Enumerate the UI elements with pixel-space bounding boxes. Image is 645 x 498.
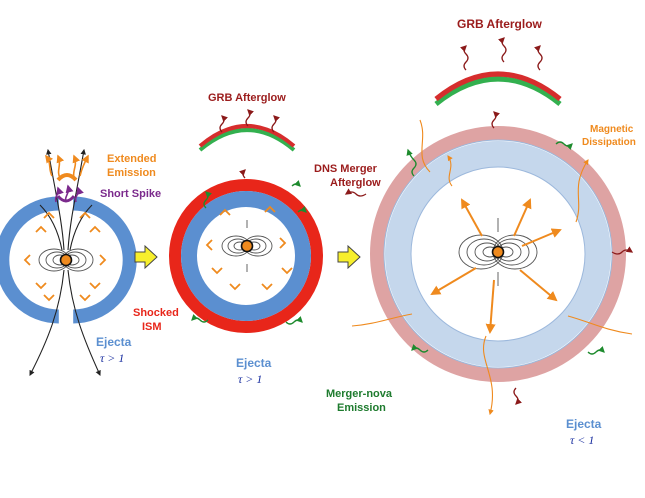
- panel1-short-spike-emission: [54, 184, 84, 203]
- panel3-tau-label: τ < 1: [570, 433, 594, 447]
- panel2-grb-afterglow-arc: [198, 124, 296, 152]
- panel3-ejecta-ring: [385, 141, 611, 367]
- magnetic-dissipation-label-line1: Magnetic: [590, 124, 634, 135]
- panel1-wind-arrows: [23, 211, 107, 302]
- extended-emission-label-line2: Emission: [107, 167, 156, 179]
- panel-2-shocked-stage: GRB Afterglow Shocked ISM Ejecta τ > 1: [133, 92, 323, 386]
- panel3-grb-afterglow-arc: [434, 71, 562, 106]
- panel2-ejecta-label: Ejecta: [236, 356, 272, 370]
- magnetic-dissipation-label-line2: Dissipation: [582, 137, 636, 148]
- transition-arrow-1: [134, 244, 158, 270]
- panel1-ejecta-label: Ejecta: [96, 335, 132, 349]
- panel3-magnetic-dissipation-rays: [351, 119, 633, 416]
- panel-3-late-stage: GRB Afterglow DNS Merger Afterglow Magne…: [314, 17, 636, 447]
- transition-arrow-2: [337, 244, 361, 270]
- short-spike-label: Short Spike: [100, 188, 161, 200]
- panel3-ejecta-label: Ejecta: [566, 417, 602, 431]
- panel1-central-engine: [59, 253, 73, 267]
- merger-nova-emission-label-line1: Merger-nova: [326, 388, 393, 400]
- panel3-ejecta-outer-edge: [383, 139, 613, 369]
- shocked-ism-label-line1: Shocked: [133, 307, 179, 319]
- panel2-tau-label: τ > 1: [238, 372, 262, 386]
- panel3-wind-arrows: [430, 198, 562, 334]
- panel3-ejecta-inner-edge: [410, 166, 586, 342]
- panel2-wind-arrows: [205, 205, 293, 291]
- dns-merger-afterglow-label-line2: Afterglow: [330, 177, 381, 189]
- panel-1-early-stage: Extended Emission Short Spike Ejecta τ >…: [0, 148, 161, 377]
- shocked-ism-label-line2: ISM: [142, 321, 162, 333]
- extended-emission-label-line1: Extended: [107, 153, 157, 165]
- panel1-extended-emission: [45, 154, 89, 182]
- panel3-afterglow-photons: [344, 37, 634, 405]
- dns-merger-afterglow-label-line1: DNS Merger: [314, 163, 378, 175]
- panel2-ejecta-ring: [181, 191, 311, 321]
- panel2-shocked-ism-ring: [169, 179, 323, 333]
- panel1-tau-label: τ > 1: [100, 351, 124, 365]
- panel2-central-engine: [240, 239, 254, 253]
- panel3-grb-afterglow-label: GRB Afterglow: [457, 17, 543, 31]
- panel1-jet-lines: [29, 148, 101, 377]
- panel2-afterglow-photons: [219, 109, 280, 179]
- panel3-central-engine: [491, 245, 505, 259]
- merger-nova-emission-label-line2: Emission: [337, 402, 386, 414]
- panel2-grb-afterglow-label: GRB Afterglow: [208, 92, 286, 104]
- panel2-mergernova-photons: [191, 180, 307, 325]
- panel1-ejecta-ring: [0, 196, 137, 324]
- panel3-mergernova-photons: [406, 141, 605, 355]
